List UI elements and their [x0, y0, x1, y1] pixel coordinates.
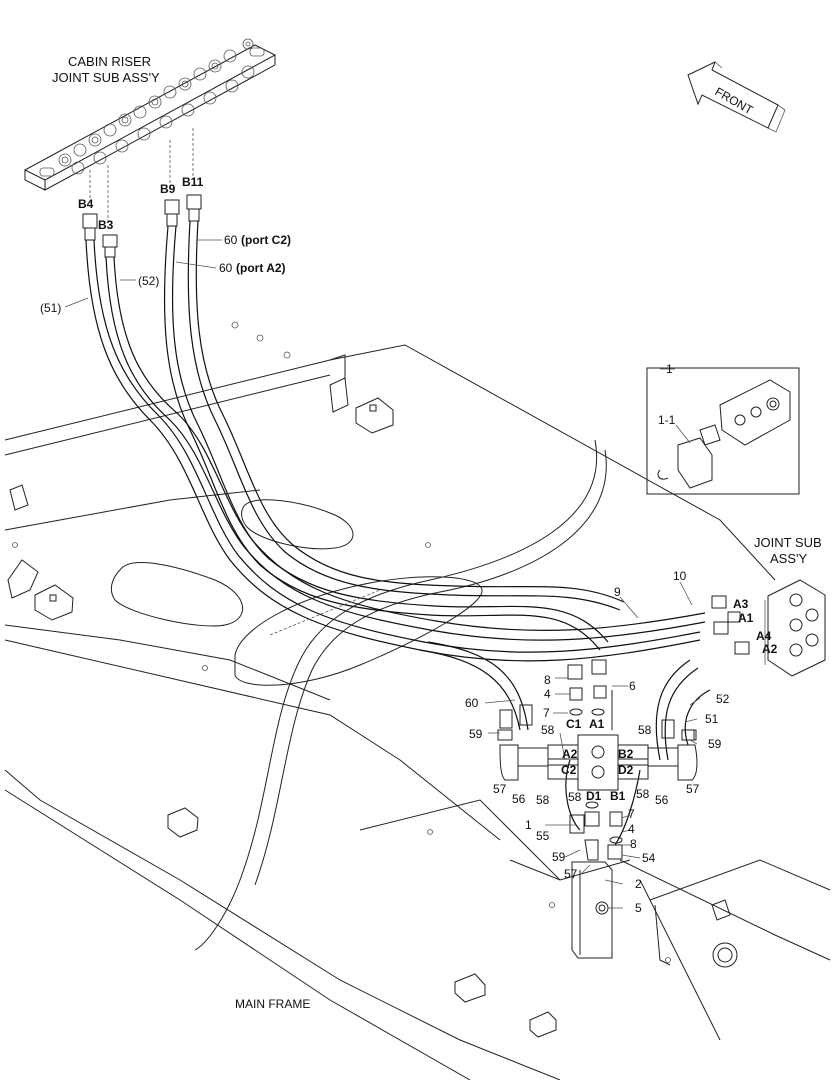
joint-sub-title-1: JOINT SUB — [754, 535, 822, 550]
label-60-mid: 60 — [465, 696, 479, 710]
label-59-bottom: 59 — [552, 850, 566, 864]
front-arrow: FRONT — [687, 61, 786, 133]
main-frame-structure: MAIN FRAME — [4, 321, 831, 1080]
label-b1: B1 — [610, 789, 626, 803]
cabin-riser-joint: CABIN RISER JOINT SUB ASS'Y — [23, 38, 277, 222]
label-52-ref: (52) — [138, 274, 159, 288]
label-60-a2: 60 — [219, 261, 233, 275]
cabin-riser-title-1: CABIN RISER — [68, 54, 151, 69]
label-59-right: 59 — [708, 737, 722, 751]
label-d2: D2 — [618, 763, 634, 777]
label-6: 6 — [629, 679, 636, 693]
label-b11: B11 — [182, 175, 204, 189]
inset-valve-detail: 1 1-1 — [646, 362, 800, 495]
label-9: 9 — [614, 585, 621, 599]
inset-label-1: 1 — [666, 362, 673, 376]
label-4-top: 4 — [544, 687, 551, 701]
label-58-d1: 58 — [568, 790, 582, 804]
label-55: 55 — [536, 829, 550, 843]
label-58-right-1: 58 — [638, 723, 652, 737]
central-valve: 8 4 7 6 60 59 57 56 58 58 C1 A1 A2 C2 B2… — [465, 659, 730, 959]
joint-sub-title-2: ASS'Y — [770, 551, 807, 566]
joint-sub-right: JOINT SUB ASS'Y A3 A1 A4 A2 9 10 — [614, 535, 826, 677]
label-7-bottom: 7 — [628, 807, 635, 821]
label-c1: C1 — [566, 717, 582, 731]
label-a3: A3 — [733, 597, 749, 611]
label-2: 2 — [635, 877, 642, 891]
label-56-right: 56 — [655, 793, 669, 807]
label-a1-center: A1 — [589, 717, 605, 731]
label-b9: B9 — [160, 182, 176, 196]
label-5: 5 — [635, 901, 642, 915]
label-57-left: 57 — [493, 782, 507, 796]
label-d1: D1 — [586, 789, 602, 803]
label-51-right: 51 — [705, 712, 719, 726]
label-57-right: 57 — [686, 782, 700, 796]
cabin-riser-title-2: JOINT SUB ASS'Y — [52, 70, 160, 85]
label-57-bottom: 57 — [564, 867, 578, 881]
label-1-center: 1 — [525, 818, 532, 832]
label-b2: B2 — [618, 747, 634, 761]
label-4-bottom: 4 — [628, 822, 635, 836]
inset-label-1-1: 1-1 — [658, 413, 676, 427]
label-8-bottom: 8 — [630, 837, 637, 851]
label-58-left-1: 58 — [541, 723, 555, 737]
label-58-left-2: 58 — [536, 793, 550, 807]
label-b4: B4 — [78, 197, 94, 211]
label-60-c2: 60 — [224, 233, 238, 247]
label-8-top: 8 — [544, 673, 551, 687]
label-59-left: 59 — [469, 727, 483, 741]
hose-bundle: B4 B3 B9 B11 60 (port C2) 60 (port A2) (… — [40, 175, 711, 846]
label-a4: A4 — [756, 629, 772, 643]
label-7-top: 7 — [543, 706, 550, 720]
label-a2-center: A2 — [562, 747, 578, 761]
label-10: 10 — [673, 569, 687, 583]
label-51-ref: (51) — [40, 301, 61, 315]
label-b3: B3 — [98, 218, 114, 232]
label-a2-right: A2 — [762, 642, 778, 656]
label-a1-right: A1 — [738, 611, 754, 625]
label-58-right-2: 58 — [636, 787, 650, 801]
label-54: 54 — [642, 851, 656, 865]
main-frame-label: MAIN FRAME — [235, 997, 310, 1011]
label-52-right: 52 — [716, 692, 730, 706]
label-c2: C2 — [561, 763, 577, 777]
label-56-left: 56 — [512, 792, 526, 806]
label-port-c2: (port C2) — [241, 233, 291, 247]
label-port-a2: (port A2) — [236, 261, 286, 275]
